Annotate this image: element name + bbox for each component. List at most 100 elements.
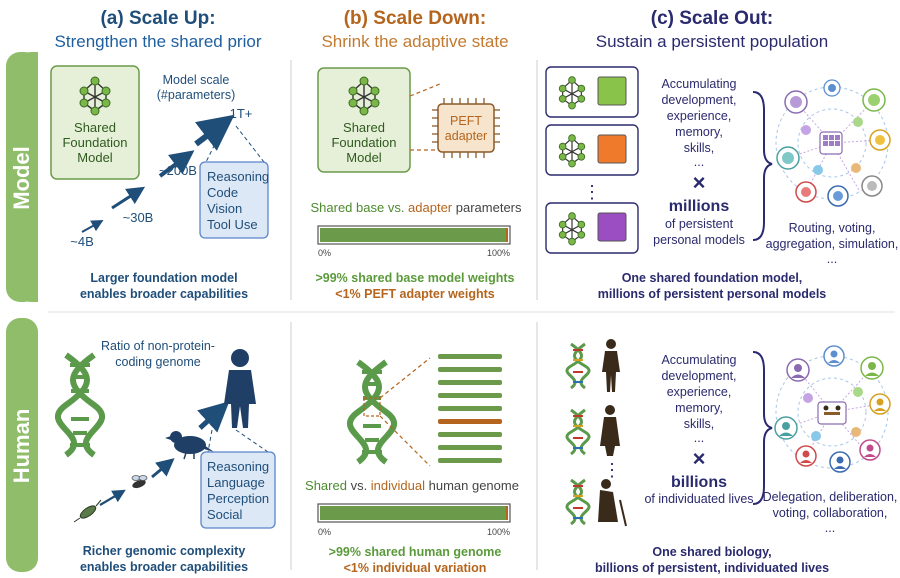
panel-caption: >99% shared base model weights — [315, 271, 514, 285]
panel-caption: <1% PEFT adapter weights — [335, 287, 494, 301]
bar-label-tail: human genome — [425, 478, 519, 493]
bar-label-shared: Shared base vs. — [310, 200, 408, 215]
axis-min: 0% — [318, 527, 331, 537]
bar-label: Shared base vs. adapter parameters — [310, 200, 522, 215]
axis-max: 100% — [487, 248, 510, 258]
vertical-ellipsis: ⋮ — [583, 182, 601, 202]
scale-arrow — [111, 186, 146, 210]
list-item: Accumulating — [661, 77, 736, 91]
human-b-panel: Shared vs. individual human genome 0% 10… — [305, 354, 519, 575]
ratio-label: Ratio of non-protein- — [101, 339, 215, 353]
column-b-title: (b) Scale Down: — [344, 8, 487, 29]
column-a-header: (a) Scale Up: Strengthen the shared prio… — [55, 8, 262, 51]
population-sub: of persistent — [665, 217, 734, 231]
capability-item: Reasoning — [207, 169, 269, 184]
dashed-guide — [235, 125, 265, 163]
list-item: skills, — [684, 141, 715, 155]
population-count: billions — [671, 474, 727, 491]
list-item: ... — [694, 431, 704, 445]
panel-caption: >99% shared human genome — [329, 545, 502, 559]
panel-caption: One shared biology, — [652, 545, 771, 559]
evolution-arrow — [197, 401, 230, 433]
bar-adapter-segment — [506, 228, 508, 242]
bar-label: Shared vs. individual human genome — [305, 478, 519, 493]
capability-item: Tool Use — [207, 217, 258, 232]
capabilities-box — [199, 161, 269, 239]
panel-caption: <1% individual variation — [344, 561, 487, 575]
genome-stripes — [438, 354, 502, 463]
personal-model-card — [545, 202, 639, 254]
scale-step-label: ~4B — [70, 234, 94, 249]
scale-step-label: 1T+ — [230, 106, 253, 121]
row-model-label: Model — [9, 146, 34, 210]
column-b-header: (b) Scale Down: Shrink the adaptive stat… — [321, 8, 508, 51]
foundation-model-box — [317, 67, 411, 173]
capability-item: Social — [207, 507, 243, 522]
column-a-title: (a) Scale Up: — [100, 8, 215, 29]
foundation-model-box — [50, 65, 140, 180]
chip-text: PEFT — [450, 114, 482, 128]
capabilities-box — [200, 451, 276, 529]
population-count: millions — [669, 198, 730, 215]
list-item: Accumulating — [661, 353, 736, 367]
dna-small-icon — [565, 478, 591, 526]
network-caption: ... — [825, 521, 835, 535]
list-item: memory, — [675, 401, 723, 415]
row-human-band: Human — [6, 318, 38, 572]
dna-small-icon — [565, 408, 591, 456]
capability-item: Code — [207, 185, 238, 200]
column-c-subtitle: Sustain a persistent population — [596, 32, 829, 51]
panel-caption: Larger foundation model — [90, 271, 237, 285]
bar-shared-segment — [320, 228, 506, 242]
ratio-label: coding genome — [115, 355, 201, 369]
dashed-guide — [207, 429, 213, 453]
dna-icon — [58, 355, 102, 455]
dna-icon — [350, 362, 394, 462]
row-human-label: Human — [9, 409, 34, 484]
agent-network — [775, 79, 891, 207]
panel-caption: enables broader capabilities — [80, 560, 248, 574]
column-b-subtitle: Shrink the adaptive state — [321, 32, 508, 51]
chip-text: adapter — [445, 129, 487, 143]
highlight-region — [363, 397, 381, 417]
network-caption: Delegation, deliberation, — [763, 490, 898, 504]
bar-shared-segment — [320, 506, 506, 520]
panel-caption: One shared foundation model, — [622, 271, 803, 285]
list-item: development, — [661, 93, 736, 107]
box-text: Shared — [343, 120, 385, 135]
bar-label-adapter: adapter — [408, 200, 453, 215]
human-a-panel: Ratio of non-protein- coding genome — [58, 339, 276, 574]
capability-item: Reasoning — [207, 459, 269, 474]
network-caption: voting, collaboration, — [773, 506, 888, 520]
network-caption: Routing, voting, — [789, 221, 876, 235]
list-item: skills, — [684, 417, 715, 431]
bar-label-individual: individual — [371, 478, 425, 493]
elderly-person-icon — [598, 479, 627, 527]
people-network — [774, 345, 891, 473]
dashed-guide — [235, 429, 269, 453]
person-icon — [602, 339, 620, 392]
scale-arrow — [81, 220, 104, 233]
panel-caption: billions of persistent, individuated liv… — [595, 561, 829, 575]
list-item: memory, — [675, 125, 723, 139]
brace — [752, 351, 773, 505]
box-text: Foundation — [331, 135, 396, 150]
list-item: ... — [694, 155, 704, 169]
box-text: Model — [77, 150, 113, 165]
evolution-arrow — [99, 489, 126, 506]
multiply-symbol: × — [693, 446, 706, 471]
human-c-panel: ⋮ Accumulating development, experience, … — [565, 339, 898, 575]
panel-caption: millions of persistent personal models — [598, 287, 827, 301]
fly-icon — [131, 475, 148, 489]
bar-label-vs: vs. — [347, 478, 371, 493]
list-item: experience, — [667, 109, 732, 123]
personal-model-card — [545, 66, 639, 118]
meeting-icon — [817, 401, 847, 425]
bacterium-icon — [73, 499, 102, 523]
person-icon — [600, 405, 620, 456]
row-model-band: Model — [6, 52, 38, 302]
scale-arrow — [194, 114, 235, 151]
bar-individual-segment — [506, 506, 508, 520]
population-sub: of individuated lives — [644, 492, 753, 506]
evolution-arrow — [151, 458, 175, 479]
